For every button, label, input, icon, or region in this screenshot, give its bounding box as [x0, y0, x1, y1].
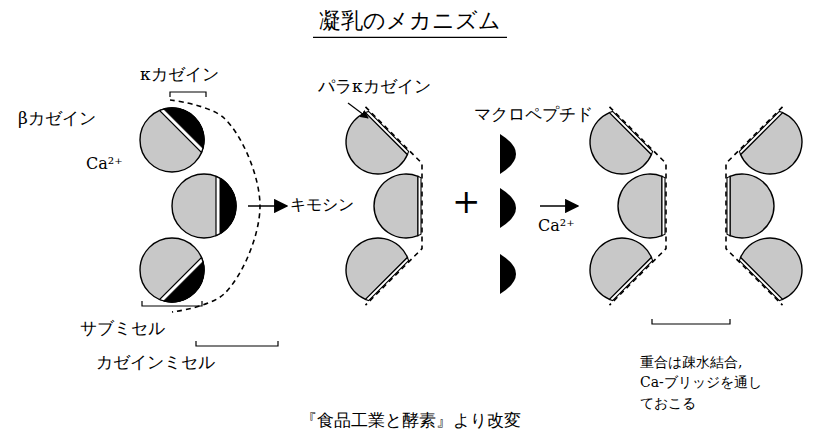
reaction-arrow	[540, 205, 578, 207]
para-kappa-casein	[662, 176, 665, 235]
para-kappa-casein	[366, 258, 409, 301]
para-kappa-micelle	[346, 107, 422, 305]
macropeptide	[500, 188, 516, 228]
part-label: サブミセル	[80, 318, 165, 338]
part-label: カゼインミセル	[96, 352, 215, 372]
micelle-outline	[170, 100, 260, 312]
kappa-band	[216, 176, 236, 235]
micelle-outline	[726, 107, 783, 305]
para-kappa-casein	[610, 258, 653, 301]
ion-label: Ca²⁺	[86, 154, 123, 173]
macropeptide	[500, 134, 516, 174]
aggregating-micelle	[590, 107, 666, 305]
submicelle	[140, 108, 204, 172]
title: 凝乳のメカニズム	[319, 8, 501, 34]
protein-label: パラκカゼイン	[318, 76, 431, 96]
bracket	[142, 301, 202, 306]
micelle-outline	[365, 107, 422, 305]
para-kappa-casein	[727, 176, 730, 235]
kappa-band	[160, 108, 204, 152]
kappa-casein	[220, 178, 236, 233]
kappa-casein	[164, 108, 204, 148]
peptide-label: マクロペプチド	[474, 104, 593, 124]
submicelle	[374, 174, 418, 238]
plus-sign: +	[452, 184, 481, 218]
para-kappa-casein	[739, 258, 782, 301]
leader-arrow	[348, 103, 368, 118]
submicelle	[140, 238, 204, 302]
para-kappa-casein	[739, 111, 782, 154]
protein-label: βカゼイン	[18, 108, 96, 128]
protein-label: κカゼイン	[140, 64, 219, 84]
aggregating-micelle	[726, 107, 802, 305]
enzyme-label: キモシン	[290, 195, 354, 214]
bracket	[652, 319, 730, 324]
para-kappa-casein	[366, 111, 409, 154]
submicelle	[172, 174, 236, 238]
casein-micelle	[140, 100, 260, 312]
note-text: 重合は疎水結合, Ca-ブリッジを通しておこる	[640, 352, 762, 413]
submicelle	[730, 174, 774, 238]
title-underline	[313, 37, 507, 38]
ion-label: Ca²⁺	[538, 216, 575, 235]
macropeptide	[500, 254, 516, 294]
para-kappa-casein	[418, 176, 421, 235]
bracket	[170, 92, 206, 97]
reaction-arrow	[248, 205, 287, 207]
macropeptides	[500, 134, 516, 294]
kappa-casein	[164, 262, 204, 302]
bracket	[196, 341, 278, 346]
kappa-band	[160, 258, 204, 302]
para-kappa-casein	[610, 111, 653, 154]
micelle-outline	[609, 107, 666, 305]
caption: 『食品工業と酵素』より改変	[300, 410, 521, 430]
submicelle	[618, 174, 662, 238]
